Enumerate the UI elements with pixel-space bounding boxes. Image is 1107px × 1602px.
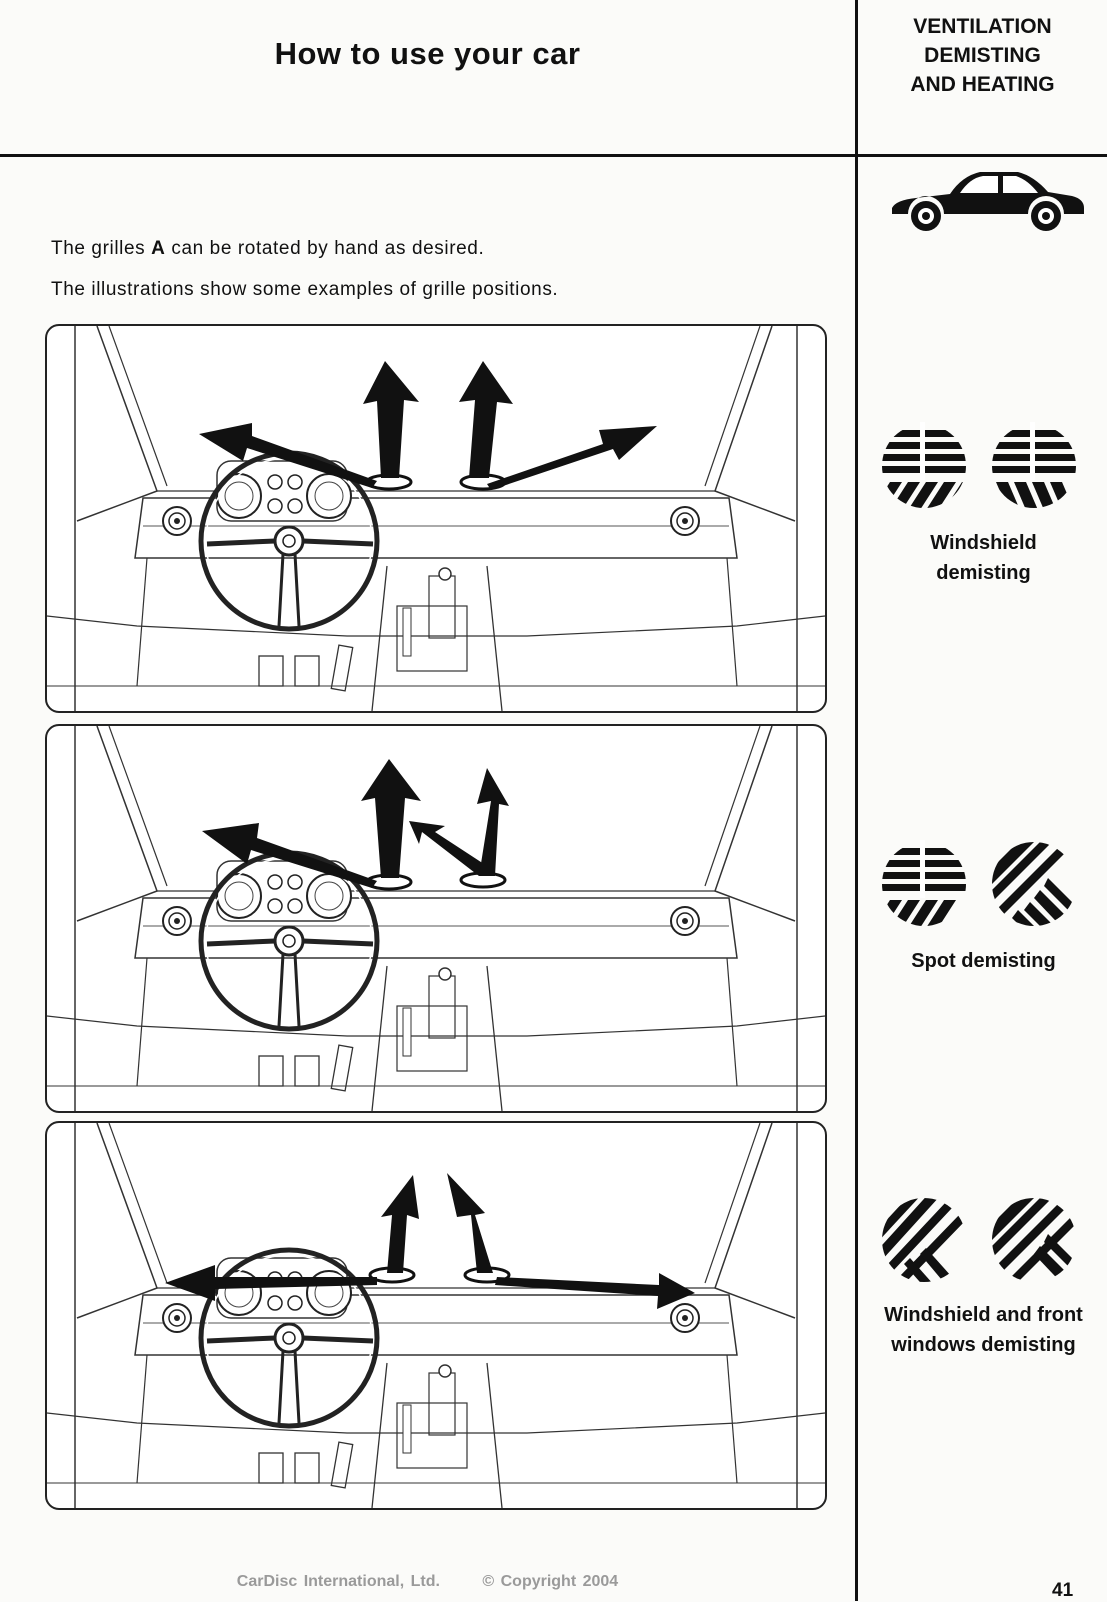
column-divider [855, 0, 858, 1601]
grille-diagonal-icon [992, 842, 1076, 926]
intro-text: The grilles A can be rotated by hand as … [51, 228, 558, 310]
footer-copyright: © Copyright 2004 [482, 1573, 619, 1590]
grille-horizontal-icon [992, 422, 1076, 508]
header-divider [0, 154, 1107, 157]
car-side-icon [892, 172, 1084, 231]
section-title: VENTILATION DEMISTING AND HEATING [860, 12, 1105, 99]
caption-spot-demisting: Spot demisting [911, 950, 1056, 972]
section-title-line: AND HEATING [910, 73, 1055, 96]
air-flow-arrow-icon [199, 361, 657, 490]
grille-pair-windshield [880, 422, 1090, 514]
grille-label: A [151, 238, 166, 259]
section-title-line: DEMISTING [924, 44, 1041, 67]
caption-windshield-windows-demisting: Windshield and front windows demisting [884, 1304, 1083, 1356]
grille-horizontal-icon [882, 422, 966, 508]
dashboard-illustration [47, 1123, 825, 1508]
section-title-line: VENTILATION [913, 15, 1052, 38]
grille-diagonal-icon [992, 1198, 1076, 1282]
grille-pair-windshield-windows [880, 1196, 1090, 1288]
page-number: 41 [1052, 1580, 1074, 1601]
dashboard-illustration-windshield-windows [45, 1121, 827, 1510]
page-title: How to use your car [274, 36, 581, 71]
dashboard-illustration-spot [45, 724, 827, 1113]
caption-windshield-demisting: Windshield demisting [930, 532, 1037, 584]
grille-pair-spot [880, 840, 1090, 932]
air-flow-arrow-icon [165, 1173, 695, 1309]
dashboard-illustration [47, 326, 825, 711]
footer: CarDisc International, Ltd. © Copyright … [0, 1573, 855, 1591]
footer-company: CarDisc International, Ltd. [236, 1573, 440, 1590]
dashboard-illustration [47, 726, 825, 1111]
intro-line-1: The grilles A can be rotated by hand as … [51, 238, 485, 259]
air-flow-arrow-icon [202, 759, 509, 888]
grille-diagonal-icon [882, 1198, 966, 1282]
intro-line-2: The illustrations show some examples of … [51, 279, 559, 300]
grille-horizontal-icon [882, 840, 966, 926]
dashboard-illustration-windshield [45, 324, 827, 713]
